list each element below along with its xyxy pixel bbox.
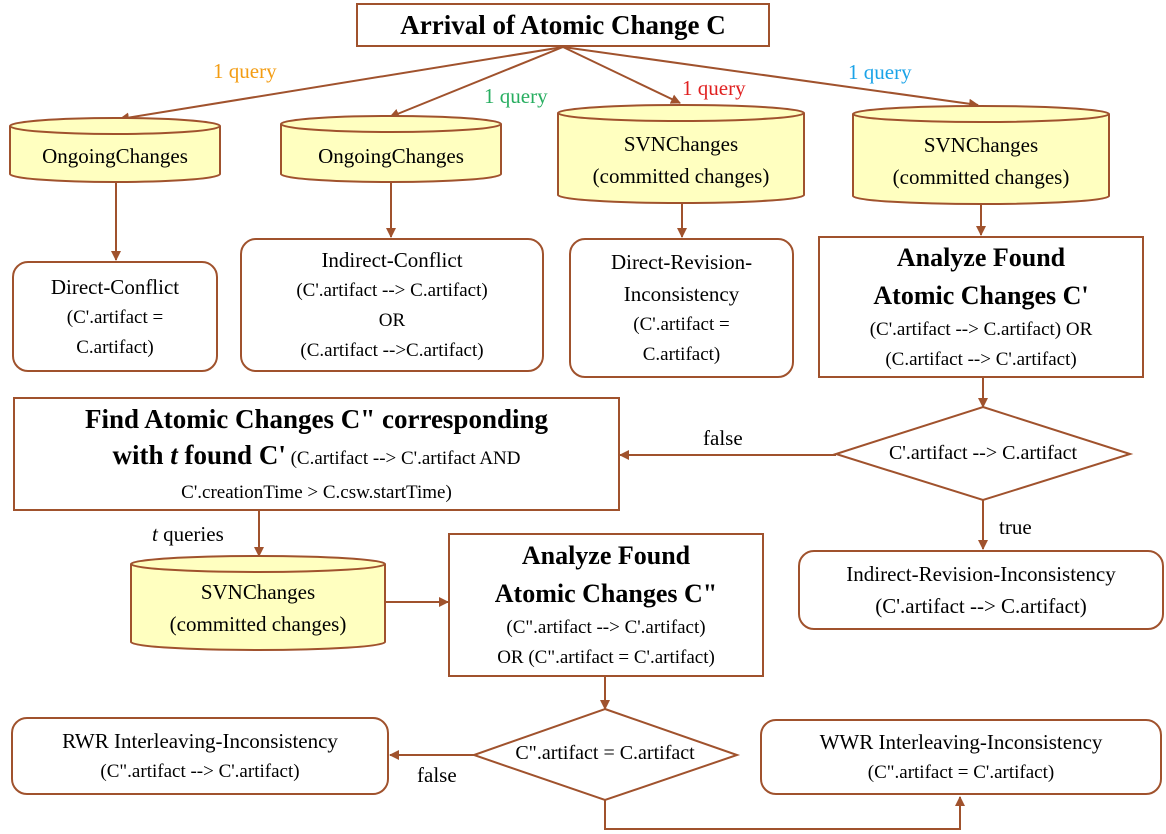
db-svn-2 xyxy=(852,105,1110,205)
decision-diamond-2 xyxy=(470,707,741,802)
db-ongoing-1 xyxy=(9,117,221,183)
edge-title-to-ongoing2 xyxy=(389,46,564,119)
edge-title-to-ongoing1 xyxy=(119,46,564,123)
query-label-1: 1 query xyxy=(213,59,277,83)
db-svn-3-label: SVNChanges(committed changes) xyxy=(169,580,347,636)
db-svn-3 xyxy=(130,555,386,651)
db-ongoing-1-label: OngoingChanges xyxy=(42,144,188,168)
decision-2-text: C".artifact = C.artifact xyxy=(515,742,695,764)
query-label-3: 1 query xyxy=(682,76,746,100)
db-ongoing-2 xyxy=(280,115,502,183)
wwr-box: WWR Interleaving-Inconsistency (C".artif… xyxy=(760,719,1162,795)
edge-label-false-2: false xyxy=(417,763,457,787)
edge-label-false-1: false xyxy=(703,426,743,450)
query-label-4: 1 query xyxy=(848,60,912,84)
indirect-conflict-box: Indirect-Conflict (C'.artifact --> C.art… xyxy=(240,238,544,372)
db-svn-1-label: SVNChanges(committed changes) xyxy=(592,132,770,188)
edge-label-true-1: true xyxy=(999,515,1032,539)
db-ongoing-2-label: OngoingChanges xyxy=(318,144,464,168)
query-label-2: 1 query xyxy=(484,84,548,108)
title-box: Arrival of Atomic Change C xyxy=(356,3,770,47)
edge-diamond2-true xyxy=(604,796,965,830)
db-svn-1 xyxy=(557,104,805,204)
direct-revision-box: Direct-Revision- Inconsistency (C'.artif… xyxy=(569,238,794,378)
title-text: Arrival of Atomic Change C xyxy=(400,10,726,40)
indirect-revision-box: Indirect-Revision-Inconsistency (C'.arti… xyxy=(798,550,1164,630)
find-atomic-changes-box: Find Atomic Changes C" corresponding wit… xyxy=(13,397,620,511)
edge-title-to-svn1 xyxy=(562,46,681,104)
decision-diamond-1 xyxy=(832,405,1134,502)
db-svn-2-label: SVNChanges(committed changes) xyxy=(892,133,1070,189)
direct-conflict-box: Direct-Conflict (C'.artifact = C.artifac… xyxy=(12,261,218,372)
t-queries-label: t queries xyxy=(152,522,224,546)
analyze-found-c-double-prime-box: Analyze Found Atomic Changes C" (C".arti… xyxy=(448,533,764,677)
rwr-box: RWR Interleaving-Inconsistency (C".artif… xyxy=(11,717,389,795)
analyze-found-c-prime-box: Analyze Found Atomic Changes C' (C'.arti… xyxy=(818,236,1144,378)
edge-title-to-svn2 xyxy=(562,46,979,109)
decision-1-text: C'.artifact --> C.artifact xyxy=(888,442,1078,464)
